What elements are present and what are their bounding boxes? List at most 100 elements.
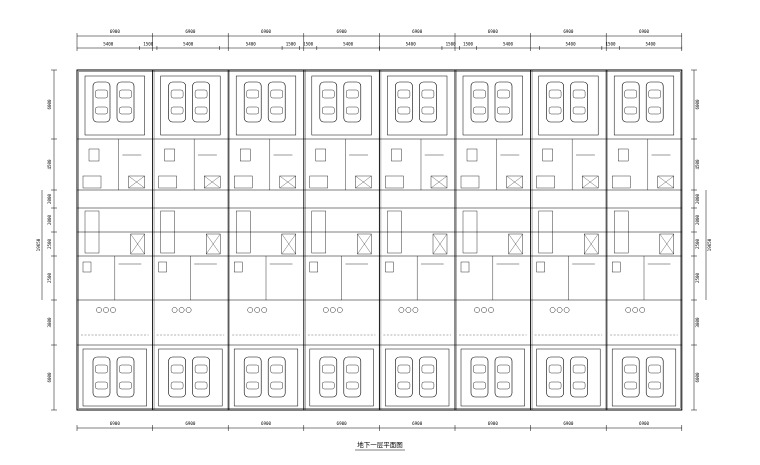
elevator-box xyxy=(508,233,523,255)
dim-top-inner-label: 1500 xyxy=(303,42,314,47)
core-box xyxy=(160,210,175,254)
car-top xyxy=(192,81,210,123)
elevator-diag xyxy=(432,233,448,255)
stair-box xyxy=(506,175,523,189)
core-box xyxy=(614,210,629,254)
stool xyxy=(549,307,556,313)
car-window xyxy=(346,364,359,374)
car-window xyxy=(170,106,184,115)
stool xyxy=(488,307,494,313)
car-window xyxy=(548,106,562,115)
dim-left-label: 2000 xyxy=(47,193,52,204)
car-window xyxy=(572,381,586,390)
car-top xyxy=(319,81,338,123)
car-top xyxy=(395,81,413,123)
elevator-box xyxy=(205,233,221,255)
dim-top-outer-label: 6900 xyxy=(563,29,574,34)
car-window xyxy=(322,381,335,390)
car-window xyxy=(548,89,562,99)
fixture xyxy=(315,148,326,162)
dim-left-label: 6000 xyxy=(47,372,52,383)
elevator-diag xyxy=(584,233,599,255)
dim-top-outer-label: 6900 xyxy=(488,29,499,34)
stair-box xyxy=(582,175,599,189)
car-window xyxy=(246,89,259,99)
dim-top-inner-label: 1500 xyxy=(446,42,457,47)
dim-left-label: 2500 xyxy=(47,238,52,249)
garage-top-5 xyxy=(462,75,523,136)
elevator-box xyxy=(584,233,599,255)
dim-left-label: 3800 xyxy=(47,317,52,328)
car-bottom xyxy=(395,356,413,398)
car-window xyxy=(421,89,435,99)
car-window xyxy=(95,381,108,390)
fixture xyxy=(385,261,394,273)
core-box xyxy=(84,210,100,254)
car-window xyxy=(572,89,586,99)
dim-top-outer-label: 6900 xyxy=(261,29,272,34)
elevator-diag xyxy=(357,233,372,255)
dim-right-label: 2000 xyxy=(695,214,700,225)
dim-right-label: 2500 xyxy=(695,238,700,249)
stool xyxy=(481,307,487,313)
car-window xyxy=(473,89,486,99)
car-window xyxy=(421,364,435,374)
car-window xyxy=(95,364,108,374)
elevator-box xyxy=(281,233,296,255)
stair-diag xyxy=(582,175,599,189)
stool xyxy=(247,307,253,313)
dim-top-outer-label: 6900 xyxy=(110,29,121,34)
car-bottom xyxy=(243,356,262,398)
car-window xyxy=(270,381,283,390)
car-window xyxy=(497,364,510,374)
stool xyxy=(639,307,646,313)
car-window xyxy=(346,106,359,115)
stool xyxy=(625,307,632,313)
garage-bottom-2 xyxy=(233,348,299,407)
stool xyxy=(632,307,639,313)
drawing-title: 地下一层平面图 xyxy=(357,440,403,449)
car-window xyxy=(624,106,637,115)
car-bottom xyxy=(192,356,210,398)
car-top xyxy=(168,81,186,123)
elevator-diag xyxy=(508,233,523,255)
bath-room xyxy=(385,175,404,189)
car-window xyxy=(473,106,486,115)
car-window xyxy=(246,106,259,115)
elevator-box xyxy=(130,233,145,255)
car-window xyxy=(624,381,637,390)
stair-box xyxy=(128,175,145,189)
stool xyxy=(329,307,336,313)
car-window xyxy=(572,106,586,115)
fixture xyxy=(618,148,629,162)
car-bottom xyxy=(546,356,564,398)
core-box xyxy=(235,210,251,254)
stool xyxy=(178,307,185,313)
interior-fixtures xyxy=(82,148,671,313)
stool xyxy=(405,307,412,313)
car-window xyxy=(194,106,208,115)
stool xyxy=(563,307,570,313)
elevator-diag xyxy=(659,233,674,255)
core-box xyxy=(387,210,402,254)
car-window xyxy=(95,106,108,115)
car-top xyxy=(645,81,664,123)
stool xyxy=(96,307,102,313)
car-window xyxy=(648,381,661,390)
car-top xyxy=(116,81,135,123)
car-window xyxy=(194,364,208,374)
dim-top-inner-label: 1500 xyxy=(286,42,297,47)
car-top xyxy=(621,81,640,123)
dim-bottom-label: 6900 xyxy=(185,421,196,426)
car-bottom xyxy=(319,356,338,398)
fixture xyxy=(164,148,175,162)
fixture xyxy=(88,148,100,162)
stool xyxy=(110,307,116,313)
bath-room xyxy=(309,175,328,189)
car-bottom xyxy=(168,356,186,398)
dim-top-inner-label: 1500 xyxy=(463,42,474,47)
dim-top-inner-label: 5400 xyxy=(645,42,656,47)
garage-top-0 xyxy=(84,75,145,136)
dim-right-label: 2000 xyxy=(695,193,700,204)
